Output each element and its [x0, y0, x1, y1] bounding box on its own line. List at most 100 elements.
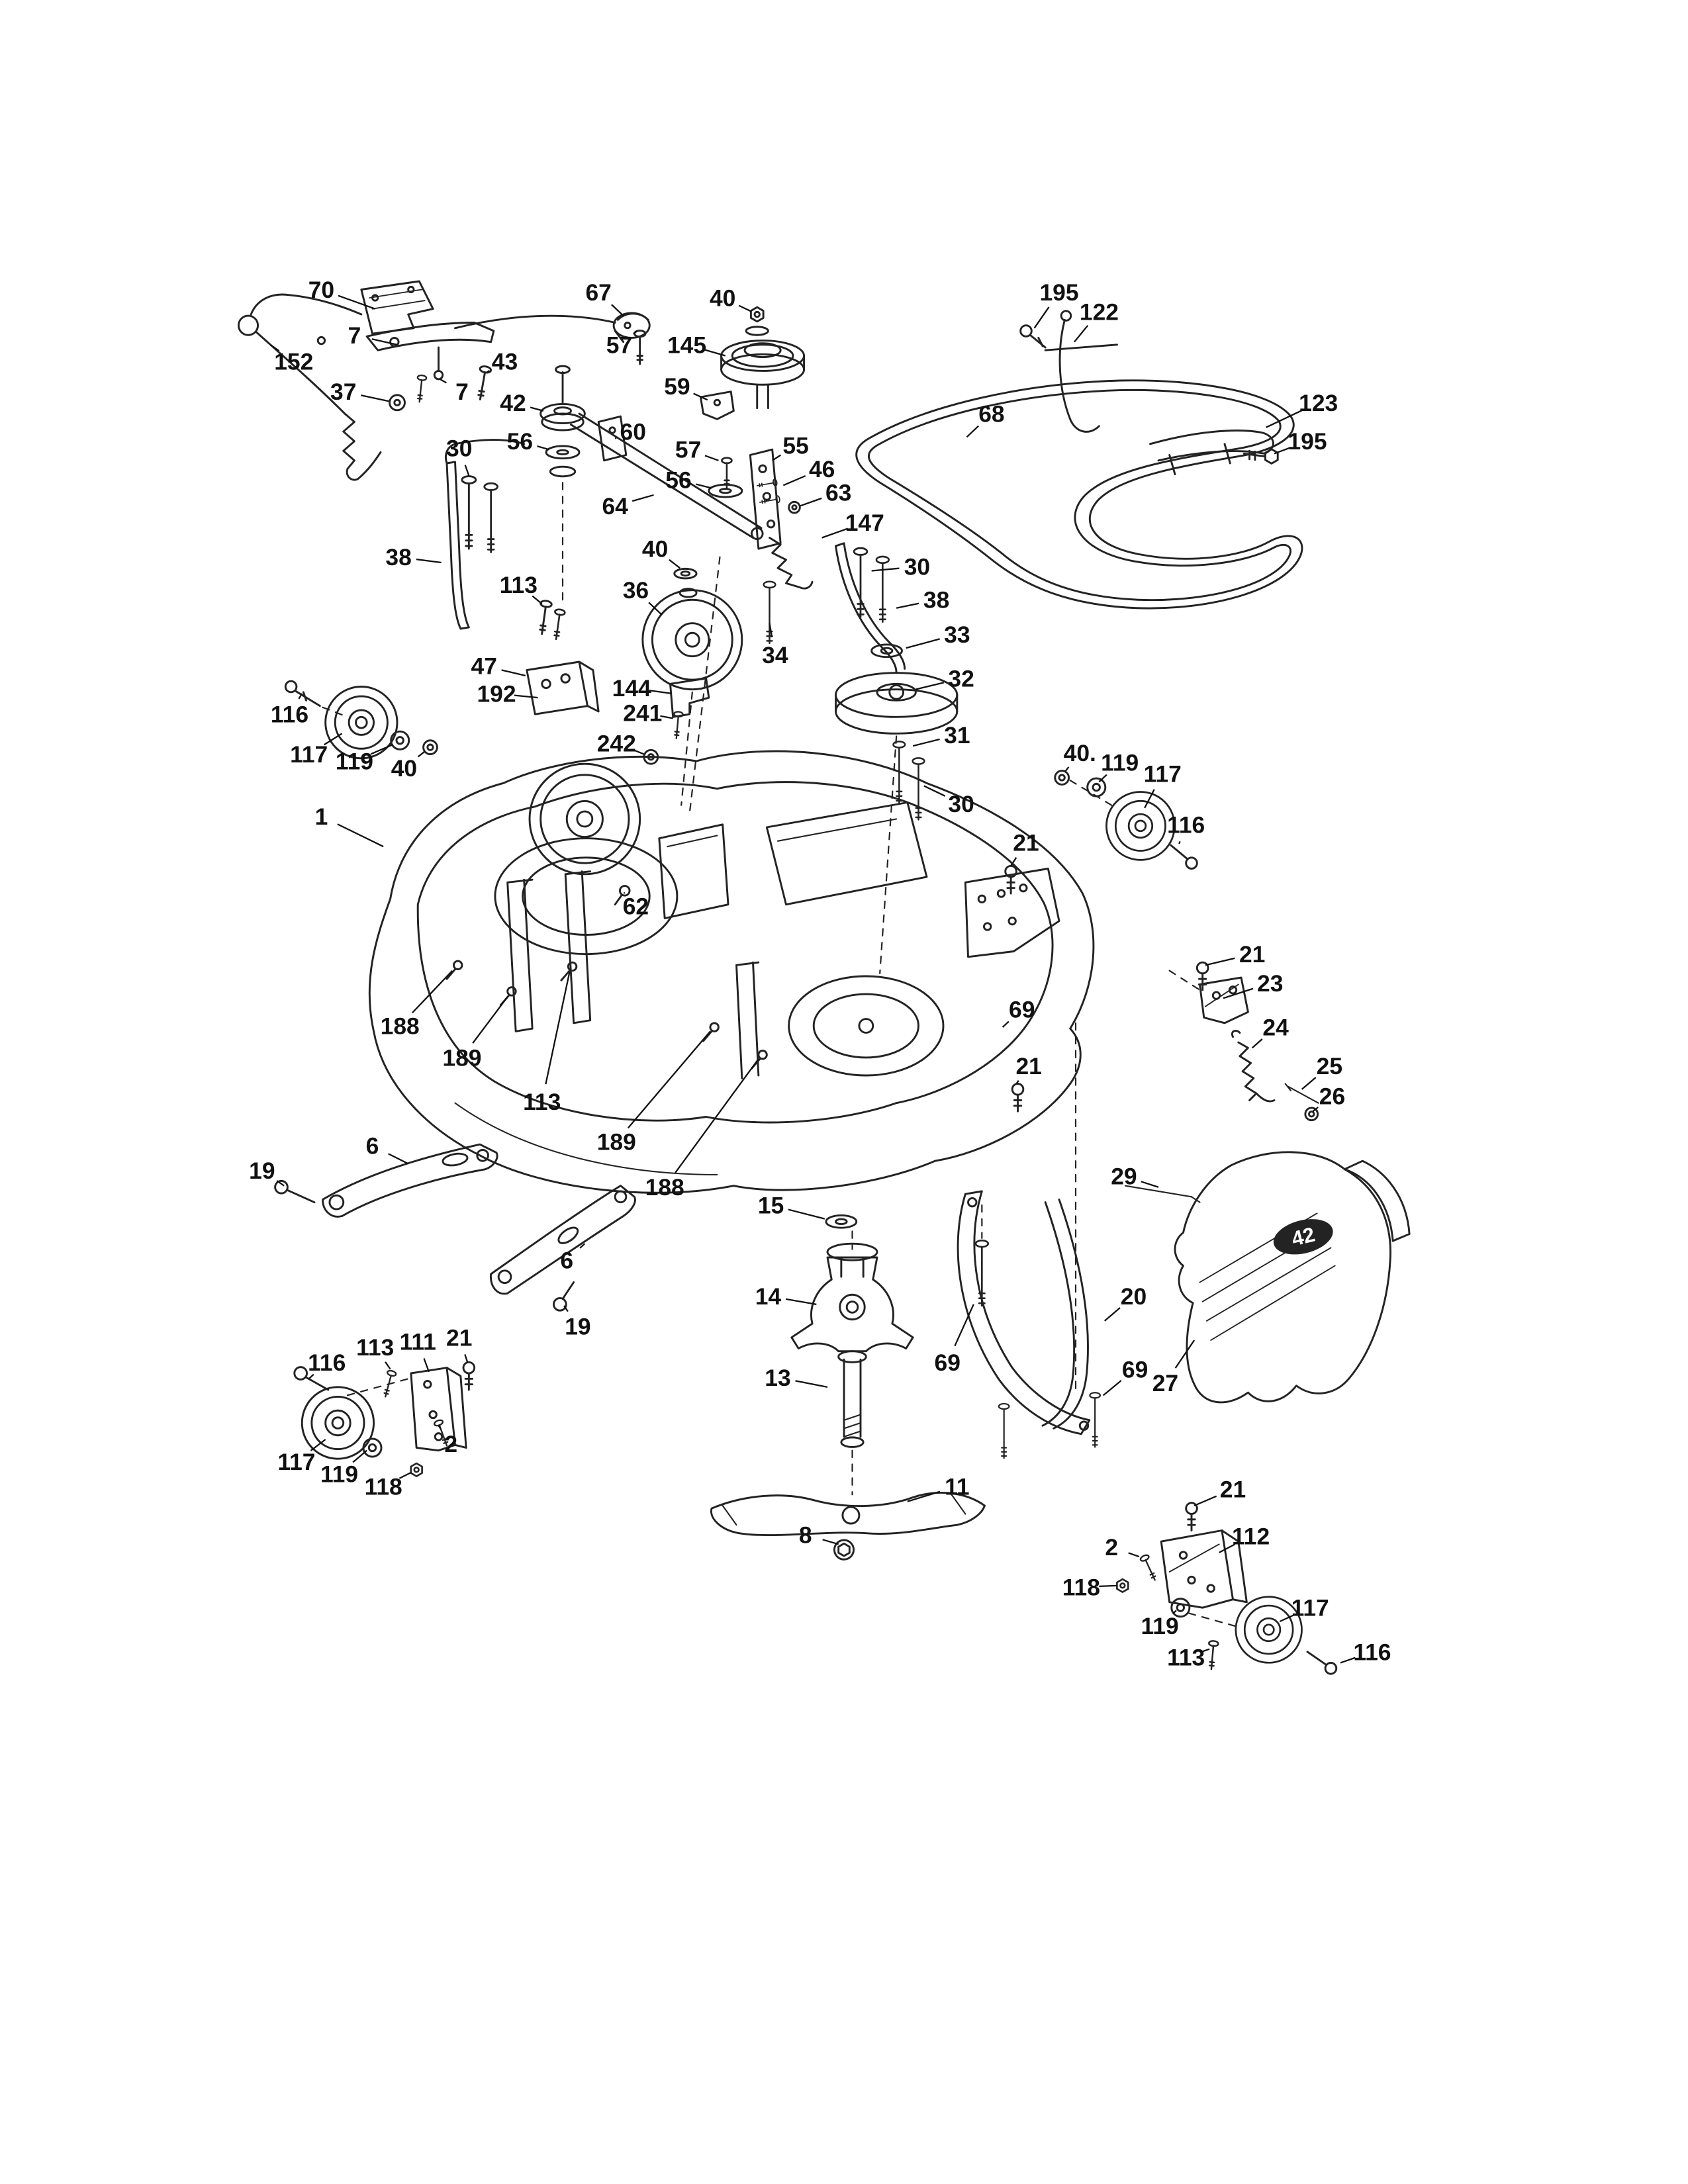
- callout-leader-line: [501, 669, 526, 676]
- part-callout: 56: [507, 428, 533, 455]
- callout-leader-line: [822, 1539, 839, 1545]
- callout-leader-line: [1144, 789, 1155, 809]
- callout-leader-line: [704, 349, 726, 357]
- callout-leader-line: [923, 785, 946, 797]
- callout-leader-line: [906, 638, 940, 649]
- callout-leader-line: [675, 1058, 759, 1173]
- part-callout: 116: [308, 1349, 346, 1376]
- part-callout: 21: [446, 1324, 472, 1351]
- callout-leader-line: [611, 304, 624, 316]
- part-callout: 118: [365, 1473, 402, 1500]
- callout-leader-line: [1301, 1077, 1317, 1090]
- part-callout: 23: [1257, 970, 1283, 997]
- screw-195-left: [1019, 324, 1047, 349]
- callout-leader-line: [1104, 1307, 1121, 1322]
- callout-leader-line: [337, 823, 384, 848]
- part-callout: 189: [597, 1128, 636, 1155]
- part-callout: 67: [585, 279, 611, 306]
- idler-arm-assembly: [539, 365, 764, 605]
- callout-leader-line: [411, 970, 453, 1014]
- callout-leader-line: [772, 454, 781, 461]
- callout-leader-line: [896, 602, 919, 609]
- part-callout: 147: [845, 510, 884, 536]
- callout-leader-line: [788, 1208, 825, 1220]
- stack-pulley-32: [835, 643, 959, 974]
- part-callout: 117: [1144, 760, 1182, 787]
- callout-leader-line: [388, 1153, 409, 1165]
- blade-bolt-8: [833, 1539, 855, 1561]
- bail-control-assembly: [237, 280, 651, 481]
- callout-leader-line: [1064, 766, 1070, 773]
- part-callout: 7: [455, 379, 469, 405]
- part-callout: 19: [249, 1158, 275, 1184]
- callout-leader-line: [464, 1354, 469, 1363]
- callout-leader-line: [632, 494, 654, 502]
- callout-leader-line: [464, 465, 470, 477]
- deck-screw-62: [614, 885, 631, 906]
- part-callout: 69: [1122, 1356, 1148, 1383]
- clutch-bracket-assembly: [688, 390, 814, 815]
- part-callout: 113: [523, 1089, 561, 1115]
- mower-blade: [710, 1492, 986, 1561]
- callout-leader-line: [966, 425, 980, 438]
- callout-leader-line: [276, 1180, 285, 1187]
- screw-195-right: [1243, 448, 1279, 465]
- part-callout: 6: [560, 1248, 573, 1274]
- part-callout: 69: [1009, 997, 1035, 1023]
- callout-leader-line: [633, 330, 638, 335]
- part-callout: 47: [471, 653, 497, 680]
- callout-leader-line: [1279, 1614, 1294, 1623]
- part-callout: 15: [758, 1192, 784, 1218]
- callout-leader-line: [871, 567, 900, 572]
- part-callout: 189: [442, 1044, 481, 1071]
- part-callout: 11: [945, 1473, 969, 1500]
- callout-leader-line: [532, 595, 543, 605]
- part-callout: 32: [948, 666, 974, 692]
- deck-mandrel-pulley: [528, 762, 641, 876]
- part-callout: 152: [274, 348, 313, 375]
- part-callout: 40: [710, 285, 735, 312]
- callout-leader-line: [649, 690, 672, 695]
- part-callout: 20: [1121, 1283, 1147, 1310]
- part-callout: 70: [308, 277, 334, 303]
- part-callout: 14: [755, 1283, 782, 1310]
- callout-leader-line: [1002, 1021, 1009, 1028]
- part-callout: 34: [762, 642, 788, 668]
- belt-keeper-rods: [1019, 310, 1279, 476]
- callout-leader-line: [563, 1305, 569, 1312]
- part-callout: 30: [446, 435, 472, 462]
- part-callout: 195: [1039, 279, 1078, 306]
- callout-leader-line: [1274, 447, 1291, 455]
- part-callout: 21: [1239, 941, 1265, 968]
- part-callout: 31: [944, 722, 970, 749]
- callout-leader-line: [1266, 409, 1303, 428]
- part-callout: 29: [1111, 1163, 1137, 1190]
- part-callout: 145: [667, 332, 706, 358]
- part-callout: 60: [620, 419, 646, 445]
- part-callout: 113: [500, 572, 538, 598]
- part-callout: 55: [782, 432, 808, 459]
- callout-leader-line: [416, 558, 442, 564]
- part-callout: 2: [1105, 1534, 1118, 1561]
- callout-leader-line: [1205, 957, 1235, 966]
- part-callout: 59: [664, 373, 690, 400]
- callout-leader-line: [821, 527, 849, 539]
- callout-leader-line: [423, 1358, 430, 1373]
- callout-leader-line: [440, 378, 447, 384]
- callout-leader-line: [795, 1380, 828, 1388]
- callout-leader-line: [912, 738, 940, 747]
- part-callout: 37: [330, 379, 356, 405]
- part-callout: 119: [1141, 1613, 1179, 1639]
- callout-leader-line: [438, 1425, 442, 1430]
- part-callout: 242: [597, 730, 636, 756]
- callout-leader-line: [1098, 774, 1107, 783]
- callout-leader-line: [704, 455, 719, 461]
- callout-leader-line: [324, 733, 343, 746]
- callout-leader-line: [1194, 1495, 1217, 1507]
- callout-leader-line: [1202, 1648, 1210, 1653]
- part-callout: 24: [1262, 1015, 1289, 1041]
- callout-leader-line: [472, 996, 508, 1044]
- callout-leader-line: [514, 694, 538, 699]
- part-callout: 40: [642, 536, 668, 563]
- callout-leader-line: [632, 749, 645, 755]
